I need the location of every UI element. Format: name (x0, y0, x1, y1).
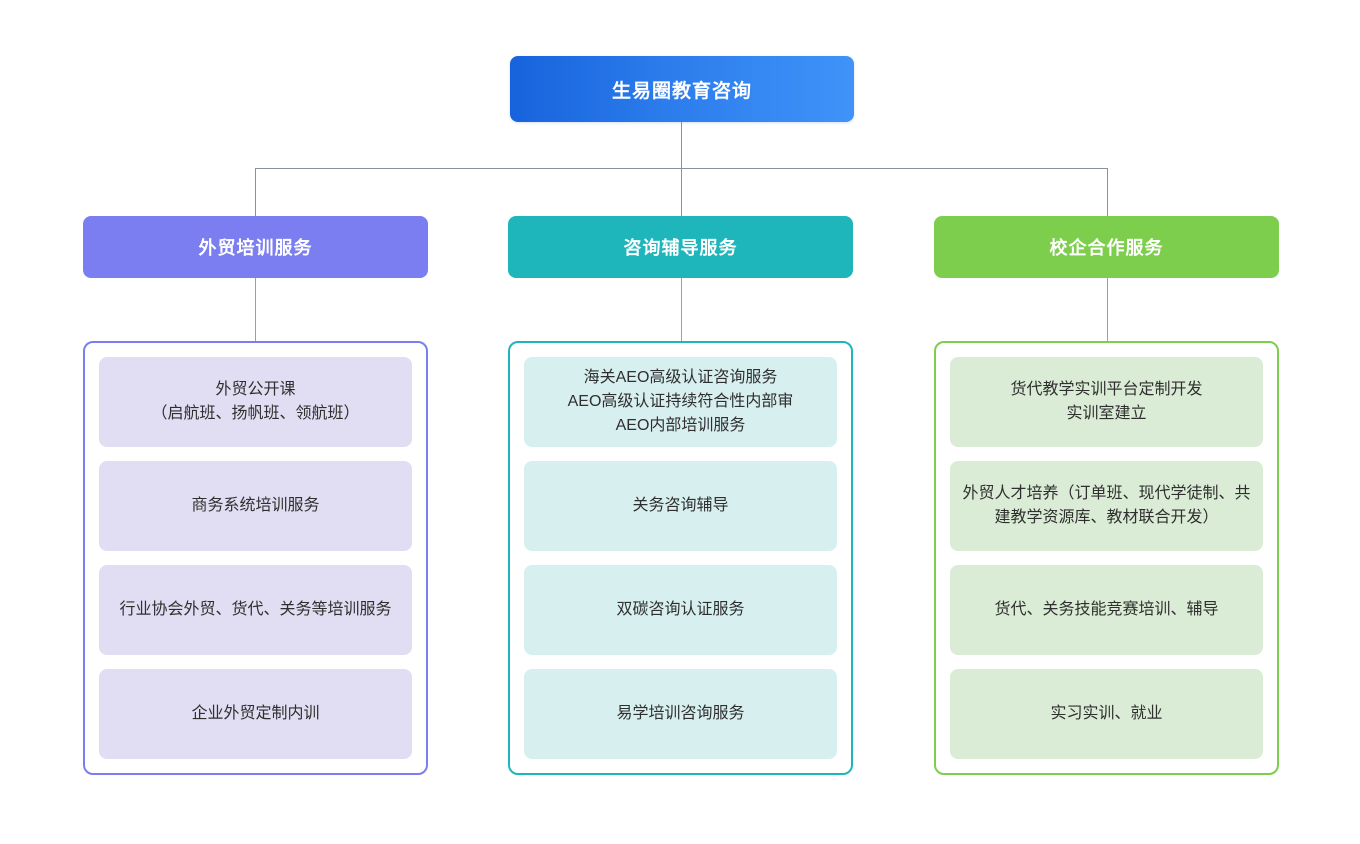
connector-root-down (681, 122, 682, 168)
branch-header-consulting-tutoring[interactable]: 咨询辅导服务 (508, 216, 853, 278)
branch-column-trade-training: 外贸培训服务 外贸公开课 （启航班、扬帆班、领航班） 商务系统培训服务 行业协会… (83, 216, 428, 775)
branch-body-consulting-tutoring: 海关AEO高级认证咨询服务 AEO高级认证持续符合性内部审 AEO内部培训服务 … (508, 341, 853, 775)
branch-header-trade-training[interactable]: 外贸培训服务 (83, 216, 428, 278)
connector-drop-branch-2 (681, 168, 682, 216)
branch-header-school-enterprise[interactable]: 校企合作服务 (934, 216, 1279, 278)
service-card[interactable]: 行业协会外贸、货代、关务等培训服务 (99, 565, 412, 655)
service-card[interactable]: 外贸公开课 （启航班、扬帆班、领航班） (99, 357, 412, 447)
branch-column-consulting-tutoring: 咨询辅导服务 海关AEO高级认证咨询服务 AEO高级认证持续符合性内部审 AEO… (508, 216, 853, 775)
service-card[interactable]: 货代、关务技能竞赛培训、辅导 (950, 565, 1263, 655)
connector-branch-3-to-body (1107, 278, 1108, 341)
branch-body-school-enterprise: 货代教学实训平台定制开发 实训室建立 外贸人才培养（订单班、现代学徒制、共建教学… (934, 341, 1279, 775)
root-node-education-consulting[interactable]: 生易圈教育咨询 (510, 56, 854, 122)
service-card[interactable]: 易学培训咨询服务 (524, 669, 837, 759)
branch-column-school-enterprise: 校企合作服务 货代教学实训平台定制开发 实训室建立 外贸人才培养（订单班、现代学… (934, 216, 1279, 775)
connector-drop-branch-1 (255, 168, 256, 216)
connector-branch-1-to-body (255, 278, 256, 341)
service-card[interactable]: 双碳咨询认证服务 (524, 565, 837, 655)
service-card[interactable]: 货代教学实训平台定制开发 实训室建立 (950, 357, 1263, 447)
connector-branch-2-to-body (681, 278, 682, 341)
service-card[interactable]: 企业外贸定制内训 (99, 669, 412, 759)
service-card[interactable]: 关务咨询辅导 (524, 461, 837, 551)
service-card[interactable]: 商务系统培训服务 (99, 461, 412, 551)
service-card[interactable]: 实习实训、就业 (950, 669, 1263, 759)
connector-drop-branch-3 (1107, 168, 1108, 216)
service-card[interactable]: 外贸人才培养（订单班、现代学徒制、共建教学资源库、教材联合开发） (950, 461, 1263, 551)
branch-body-trade-training: 外贸公开课 （启航班、扬帆班、领航班） 商务系统培训服务 行业协会外贸、货代、关… (83, 341, 428, 775)
service-card[interactable]: 海关AEO高级认证咨询服务 AEO高级认证持续符合性内部审 AEO内部培训服务 (524, 357, 837, 447)
